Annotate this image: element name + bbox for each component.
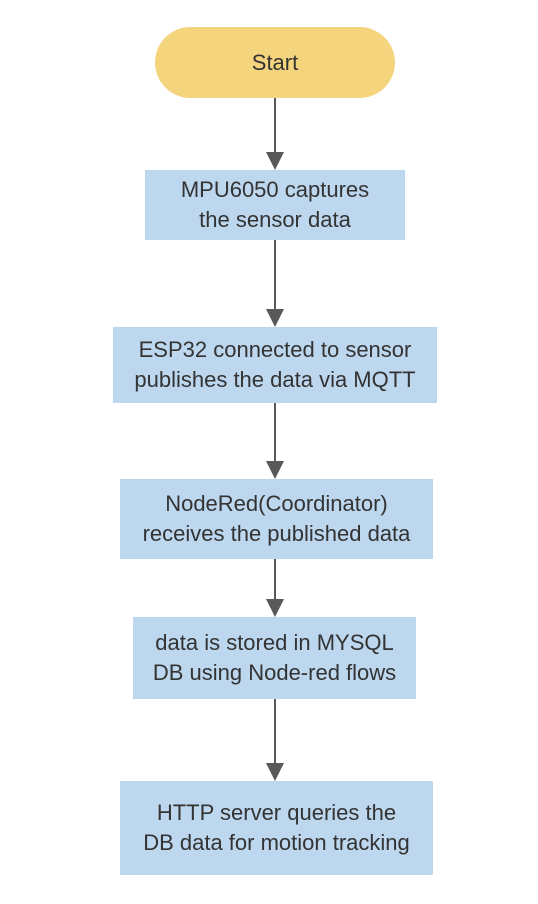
step-publish-label: ESP32 connected to sensor publishes the … <box>134 337 416 392</box>
step-store-label: data is stored in MYSQL DB using Node-re… <box>152 630 397 685</box>
process-step-receive: NodeRed(Coordinator) receives the publis… <box>120 479 433 559</box>
process-step-query: HTTP server queries the DB data for moti… <box>120 781 433 875</box>
step-query-label: HTTP server queries the DB data for moti… <box>143 800 410 855</box>
process-step-publish: ESP32 connected to sensor publishes the … <box>113 327 437 403</box>
start-label: Start <box>251 49 299 75</box>
step-capture-label: MPU6050 captures the sensor data <box>180 177 370 232</box>
process-step-capture: MPU6050 captures the sensor data <box>145 170 405 240</box>
arrow-step1-to-step2 <box>266 240 284 327</box>
step-receive-label: NodeRed(Coordinator) receives the publis… <box>142 491 411 546</box>
arrow-start-to-step1 <box>266 98 284 170</box>
arrow-step2-to-step3 <box>266 403 284 479</box>
arrow-step3-to-step4 <box>266 559 284 617</box>
start-terminal: Start <box>155 27 395 98</box>
process-step-store: data is stored in MYSQL DB using Node-re… <box>133 617 416 699</box>
arrow-step4-to-step5 <box>266 699 284 781</box>
